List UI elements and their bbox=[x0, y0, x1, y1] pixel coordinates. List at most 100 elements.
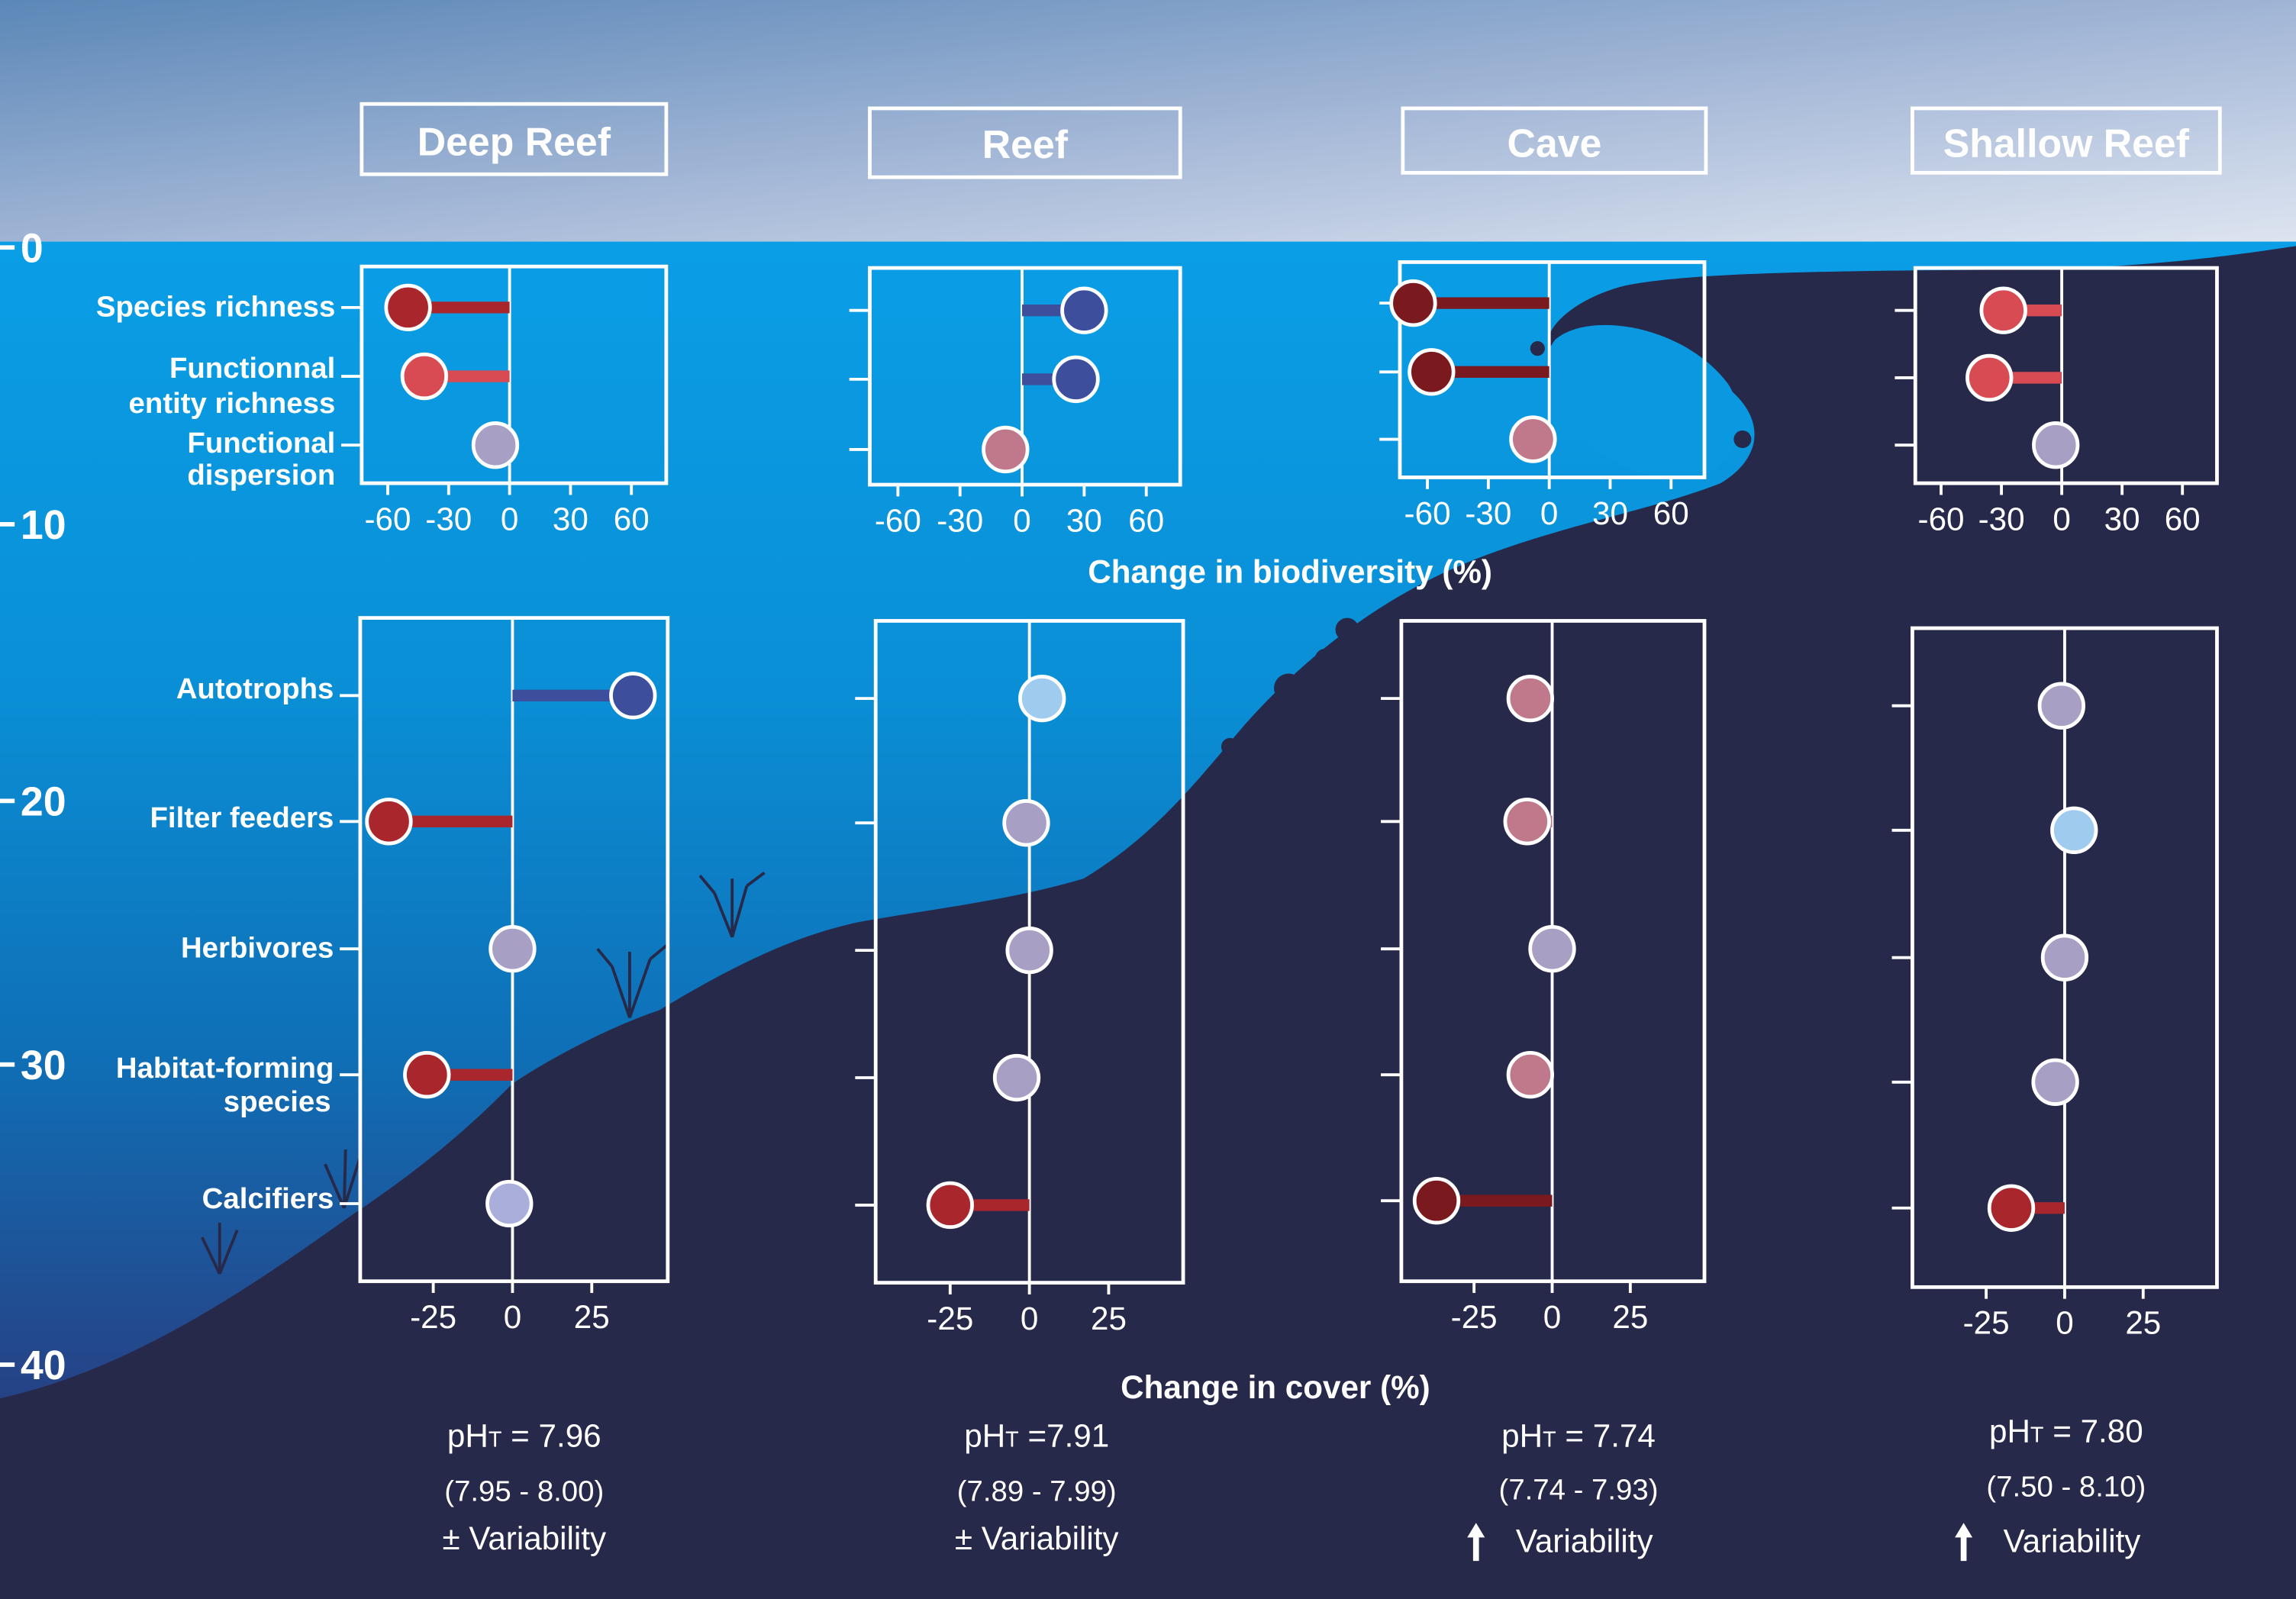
data-point-filter-feeders bbox=[1002, 799, 1050, 847]
ph-number: = 7.80 bbox=[2044, 1414, 2143, 1449]
panel-frame bbox=[1398, 260, 1707, 479]
data-point-calcifiers bbox=[926, 1181, 974, 1230]
row-label-line: Functional bbox=[187, 427, 335, 459]
cave-pocket bbox=[1543, 324, 1740, 479]
ph-prefix: pH bbox=[1501, 1417, 1543, 1453]
x-tick-label: 60 bbox=[614, 501, 650, 537]
row-label-line: Herbivores bbox=[181, 932, 334, 965]
x-tick-label: 25 bbox=[1091, 1301, 1127, 1336]
panel-frame bbox=[868, 266, 1182, 487]
panel-frame bbox=[1913, 266, 2219, 485]
row-label-herbivores: Herbivores bbox=[181, 932, 334, 965]
x-tick-label: -60 bbox=[1918, 501, 1965, 537]
data-point-calcifiers bbox=[1412, 1176, 1461, 1225]
depth-tick-label: 40 bbox=[21, 1343, 66, 1388]
data-point-functionnal-entity-richness bbox=[1408, 348, 1456, 396]
ph-range: (7.50 - 8.10) bbox=[1986, 1471, 2146, 1504]
row-label-calcifiers: Calcifiers bbox=[202, 1182, 334, 1215]
x-tick-label: -25 bbox=[1963, 1305, 2010, 1341]
panel-cover-reef: -25 0 25 bbox=[855, 619, 1185, 1336]
x-tick-label: -25 bbox=[410, 1299, 456, 1335]
variability-label: ± Variability bbox=[442, 1520, 607, 1556]
data-point-habitat-forming-species bbox=[403, 1051, 451, 1099]
data-point-functional-dispersion bbox=[471, 421, 520, 469]
row-label-line: entity richness bbox=[129, 387, 336, 420]
x-tick-label: 60 bbox=[2165, 501, 2201, 537]
data-point-calcifiers bbox=[485, 1179, 534, 1228]
data-point-filter-feeders bbox=[2050, 806, 2098, 854]
up-arrow-icon bbox=[1467, 1523, 1485, 1562]
up-arrow-icon bbox=[1955, 1523, 1973, 1562]
site-title-box bbox=[1911, 106, 2222, 175]
ph-range: (7.95 - 8.00) bbox=[444, 1475, 604, 1507]
data-point-filter-feeders bbox=[1503, 798, 1551, 846]
x-tick-label: 25 bbox=[1612, 1299, 1648, 1335]
site-title-reef: Reef bbox=[868, 106, 1182, 179]
ph-subscript: T bbox=[2030, 1423, 2044, 1448]
ph-info-cave: pHT = 7.74(7.74 - 7.93)Variability bbox=[1467, 1417, 1659, 1562]
ph-number: = 7.74 bbox=[1556, 1417, 1656, 1453]
ph-value: pHT = 7.80 bbox=[1989, 1414, 2143, 1449]
data-point-functional-dispersion bbox=[2032, 421, 2080, 469]
variability-label: ± Variability bbox=[955, 1520, 1120, 1556]
site-title-text: Shallow Reef bbox=[1943, 121, 2190, 165]
x-tick-label: -60 bbox=[365, 501, 411, 537]
data-point-autotrophs bbox=[1018, 674, 1066, 723]
x-tick-label: 0 bbox=[1543, 1299, 1561, 1335]
row-label-line: Habitat-forming bbox=[116, 1052, 334, 1085]
depth-tick-label: 0 bbox=[21, 225, 44, 271]
data-point-species-richness bbox=[384, 283, 432, 332]
ph-info: pHT = 7.96(7.95 - 8.00)± VariabilitypHT … bbox=[442, 1414, 2146, 1562]
x-tick-label: 0 bbox=[2056, 1305, 2073, 1341]
x-tick-label: -25 bbox=[1451, 1299, 1498, 1335]
data-point-functional-dispersion bbox=[1509, 415, 1557, 463]
site-title-box bbox=[868, 106, 1182, 179]
x-tick-label: -25 bbox=[927, 1301, 973, 1336]
site-title-text: Cave bbox=[1507, 121, 1601, 165]
data-point-herbivores bbox=[2040, 933, 2089, 982]
data-point-autotrophs bbox=[1506, 674, 1555, 723]
x-tick-label: -60 bbox=[1404, 495, 1451, 531]
depth-tick-label: 10 bbox=[21, 502, 66, 548]
row-label-line: species bbox=[224, 1085, 331, 1118]
data-point-species-richness bbox=[1389, 279, 1437, 327]
data-point-autotrophs bbox=[609, 672, 657, 720]
x-tick-label: 0 bbox=[501, 501, 518, 537]
data-point-functional-dispersion bbox=[982, 425, 1030, 474]
x-tick-label: -30 bbox=[425, 501, 472, 537]
site-title-deep-reef: Deep Reef bbox=[360, 102, 669, 176]
x-tick-label: -30 bbox=[937, 502, 983, 538]
seafloor-silhouette bbox=[0, 246, 2296, 1599]
row-label-line: Calcifiers bbox=[202, 1182, 334, 1215]
ph-prefix: pH bbox=[964, 1417, 1005, 1453]
ph-subscript: T bbox=[489, 1427, 502, 1452]
data-point-herbivores bbox=[1528, 925, 1576, 973]
site-title-cave: Cave bbox=[1401, 106, 1708, 175]
data-point-functionnal-entity-richness bbox=[400, 352, 449, 401]
x-tick-label: 0 bbox=[1021, 1301, 1038, 1336]
x-tick-label: 30 bbox=[1066, 502, 1102, 538]
data-point-species-richness bbox=[1060, 286, 1108, 334]
x-tick-label: -30 bbox=[1465, 495, 1511, 531]
x-tick-label: 60 bbox=[1653, 495, 1689, 531]
ph-subscript: T bbox=[1005, 1427, 1019, 1452]
data-point-functionnal-entity-richness bbox=[1052, 355, 1100, 404]
row-label-line: dispersion bbox=[187, 459, 335, 492]
ph-range: (7.89 - 7.99) bbox=[957, 1475, 1117, 1507]
ph-info-reef: pHT =7.91(7.89 - 7.99)± Variability bbox=[955, 1417, 1120, 1555]
depth-tick-label: 20 bbox=[21, 779, 66, 825]
arrow-shape bbox=[1467, 1523, 1485, 1562]
x-tick-label: 30 bbox=[1592, 495, 1628, 531]
ph-prefix: pH bbox=[1989, 1414, 2030, 1449]
